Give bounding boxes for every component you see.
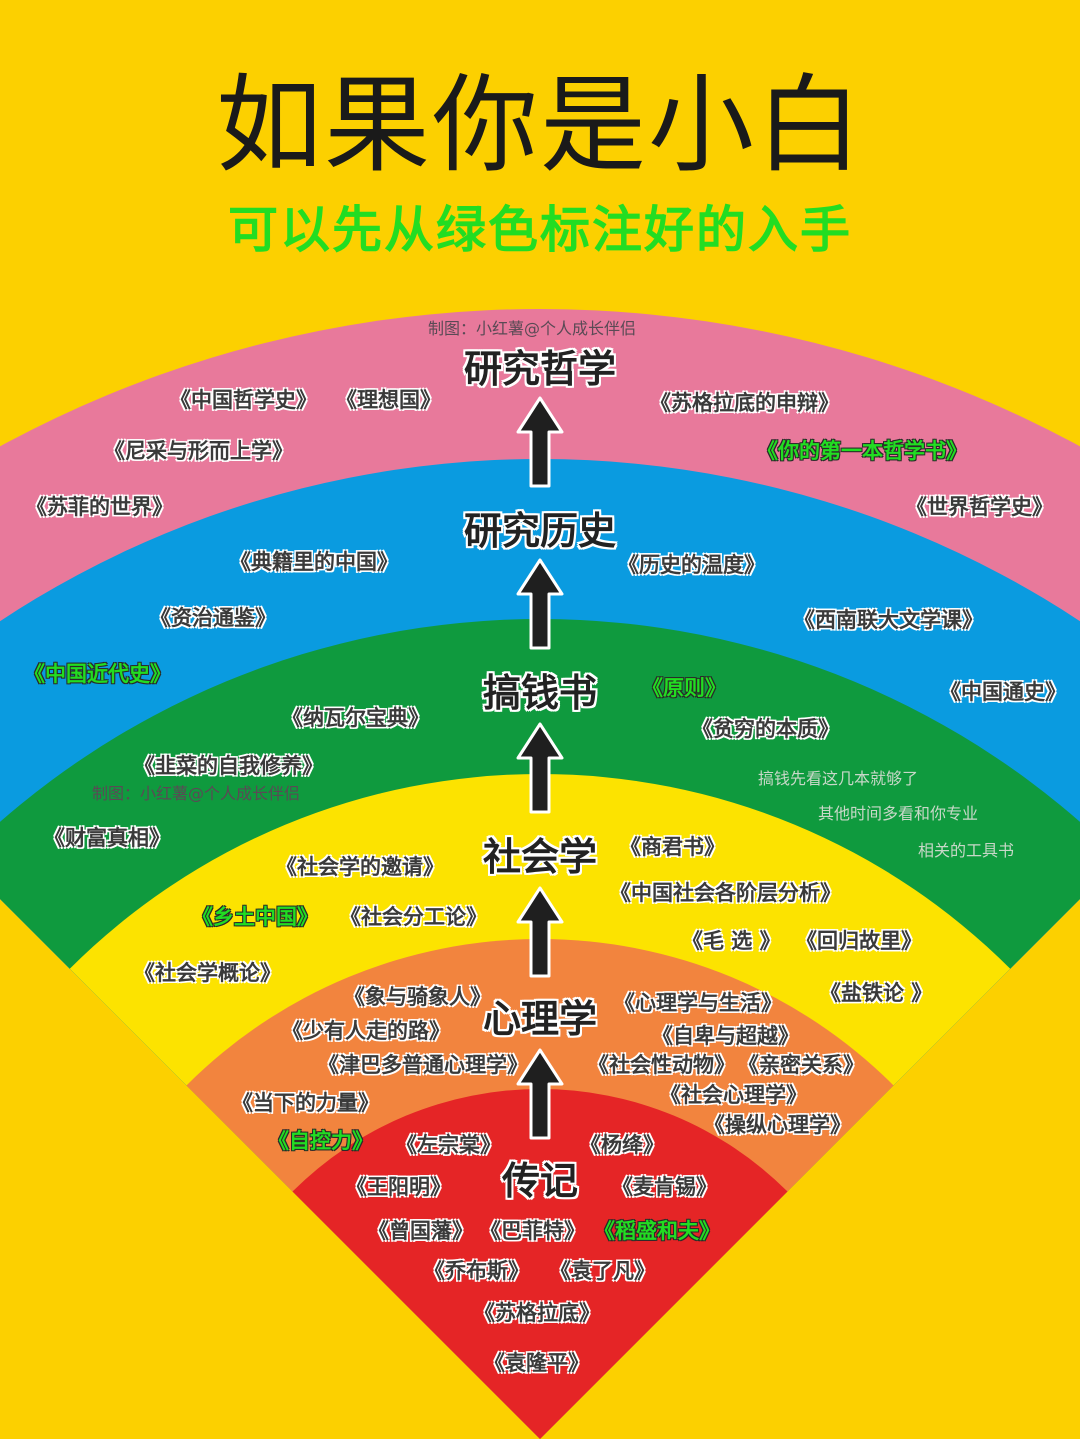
page-subtitle: 可以先从绿色标注好的入手 — [228, 201, 852, 259]
book-label: 《苏格拉底的申辩》 — [650, 391, 839, 415]
book-label: 《毛 选 》 — [682, 929, 781, 953]
book-label: 《中国社会各阶层分析》 — [610, 881, 841, 905]
book-label: 《少有人走的路》 — [282, 1019, 450, 1043]
up-arrow-icon — [516, 1048, 564, 1140]
book-label: 《杨绛》 — [580, 1133, 664, 1157]
book-label: 《韭菜的自我修养》 — [134, 754, 323, 778]
book-label: 《典籍里的中国》 — [230, 550, 398, 574]
page-title: 如果你是小白 — [216, 64, 864, 187]
book-label: 《麦肯锡》 — [612, 1175, 717, 1199]
level-philosophy: 研究哲学 — [463, 347, 617, 391]
book-label-recommended: 《中国近代史》 — [24, 662, 171, 686]
note-line: 相关的工具书 — [918, 841, 1015, 860]
book-label: 《纳瓦尔宝典》 — [282, 706, 429, 730]
book-label: 《世界哲学史》 — [906, 495, 1053, 519]
book-label: 《贫穷的本质》 — [692, 717, 839, 741]
book-label: 《社会分工论》 — [340, 905, 487, 929]
level-biography: 传记 — [501, 1159, 579, 1203]
book-label: 《苏格拉底》 — [474, 1301, 600, 1325]
level-money: 搞钱书 — [482, 671, 598, 715]
book-label: 《当下的力量》 — [232, 1091, 379, 1115]
book-label: 《盐铁论 》 — [820, 981, 933, 1005]
book-label-recommended: 《原则》 — [642, 676, 726, 700]
book-label: 《中国哲学史》 — [170, 388, 317, 412]
book-label: 《社会性动物》 — [588, 1053, 735, 1077]
book-label: 《社会学的邀请》 — [276, 855, 444, 879]
book-label: 《亲密关系》 — [738, 1053, 864, 1077]
note-line: 其他时间多看和你专业 — [818, 804, 979, 823]
book-label: 《左宗棠》 — [396, 1133, 501, 1157]
book-label-recommended: 《你的第一本哲学书》 — [757, 439, 967, 463]
book-label: 《苏菲的世界》 — [26, 495, 173, 519]
up-arrow-icon — [516, 722, 564, 814]
up-arrow-icon — [516, 886, 564, 978]
book-label: 《社会心理学》 — [660, 1083, 807, 1107]
note-line: 搞钱先看这几本就够了 — [758, 769, 919, 788]
book-label: 《财富真相》 — [44, 826, 170, 850]
book-label: 《乔布斯》 — [424, 1259, 529, 1283]
book-label: 《中国通史》 — [940, 680, 1066, 704]
book-label: 《历史的温度》 — [618, 553, 765, 577]
credit-middle: 制图：小红薯@个人成长伴侣 — [92, 784, 301, 803]
book-label: 《社会学概论》 — [134, 961, 281, 985]
book-label: 《尼采与形而上学》 — [104, 439, 293, 463]
book-label: 《王阳明》 — [346, 1175, 451, 1199]
book-label-recommended: 《自控力》 — [268, 1129, 373, 1153]
book-label: 《巴菲特》 — [480, 1219, 585, 1243]
book-label: 《理想国》 — [336, 388, 441, 412]
book-label: 《自卑与超越》 — [652, 1024, 799, 1048]
book-label: 《曾国藩》 — [368, 1219, 473, 1243]
book-label: 《西南联大文学课》 — [794, 608, 983, 632]
book-label: 《袁了凡》 — [550, 1259, 655, 1283]
book-label: 《商君书》 — [620, 835, 725, 859]
book-label-recommended: 《稻盛和夫》 — [594, 1219, 720, 1243]
book-label: 《津巴多普通心理学》 — [318, 1053, 528, 1077]
level-sociology: 社会学 — [482, 835, 598, 879]
book-label: 《回归故里》 — [796, 929, 922, 953]
book-label: 《象与骑象人》 — [344, 985, 491, 1009]
level-history: 研究历史 — [463, 509, 617, 553]
arrows — [516, 396, 564, 1140]
up-arrow-icon — [516, 558, 564, 650]
level-psychology: 心理学 — [482, 997, 598, 1041]
book-label: 《操纵心理学》 — [704, 1113, 851, 1137]
book-label: 《心理学与生活》 — [614, 991, 782, 1015]
credit-top: 制图：小红薯@个人成长伴侣 — [428, 319, 637, 338]
book-label-recommended: 《乡土中国》 — [192, 905, 318, 929]
book-label: 《袁隆平》 — [484, 1351, 589, 1375]
band-biography — [292, 1089, 788, 1439]
book-label: 《资治通鉴》 — [150, 606, 276, 630]
up-arrow-icon — [516, 396, 564, 488]
